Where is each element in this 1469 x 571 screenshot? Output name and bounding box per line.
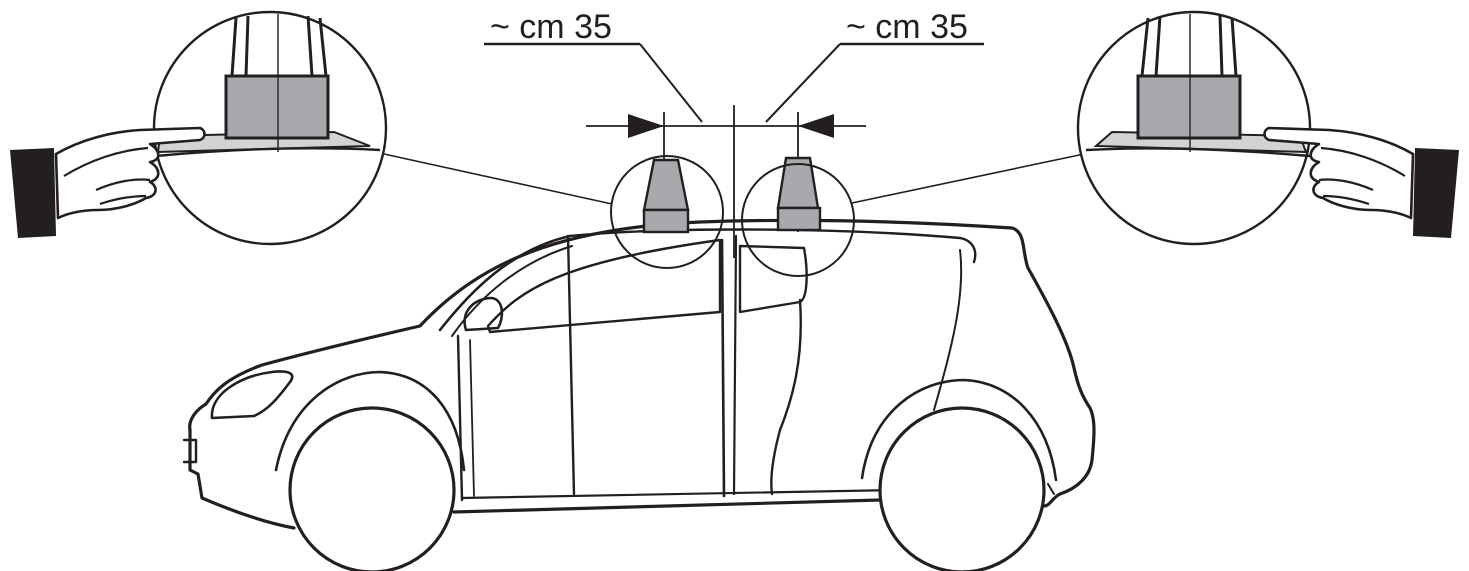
rear-quarter-line [933,249,963,411]
focus-circle-front [610,155,724,269]
pointing-hand-icon [10,126,206,238]
leader-line-right [765,43,841,123]
roof-foot-front [642,158,690,234]
front-door-split [566,234,576,496]
roof-surface-left [155,147,381,158]
detail-view-right [1076,10,1312,246]
pointing-hand-icon-right [1263,126,1459,238]
rear-wheel-arch [860,378,1058,482]
front-door-inner-edge [469,339,475,497]
right-hand-shading [1318,146,1406,206]
left-hand-fingers [54,126,206,220]
b-pillar [720,238,726,498]
roof-foot-rear [776,156,822,232]
dimension-label-right: ~ cm 35 [765,8,984,123]
arrow-right-pointing [628,114,664,138]
front-window [486,238,722,334]
foot-front-base [642,208,690,234]
dimension-label-right-text: ~ cm 35 [846,8,968,46]
focus-circle-rear [741,163,855,277]
body-front-lower [188,428,296,530]
foot-rear-base [776,206,822,232]
right-hand-fingers [1263,126,1415,220]
b-pillar-inner [732,234,738,496]
bumper-detail [182,438,198,464]
foot-post-left [230,15,328,77]
zoom-connector-left [383,153,613,205]
a-pillar [438,234,572,332]
rear-window [738,244,808,314]
right-hand-cuff [1413,148,1459,238]
left-hand-cuff [10,148,56,238]
roof-line [568,228,977,264]
foot-block-right [1136,74,1242,140]
detail-view-left [152,10,388,246]
zoom-connector-right [851,153,1085,204]
body-upper-outline [188,218,1096,508]
side-mirror [463,296,504,332]
foot-post-right [1140,15,1238,77]
arrow-left-pointing [798,114,834,138]
windshield-inner [451,245,573,337]
leader-line-left [639,43,703,123]
front-wheel [288,406,456,571]
rear-door-trailing-edge [770,298,802,496]
roof-surface-right [1085,147,1311,158]
foot-front-post [642,158,690,212]
body-sill [452,498,882,514]
headlight [210,370,294,420]
front-door-leading-edge [456,334,464,502]
foot-block-left [224,74,330,140]
rear-bumper-detail [1047,483,1055,495]
car-outline [182,218,1096,571]
left-hand-shading [63,146,151,206]
rear-wheel [878,406,1046,571]
front-wheel-arch [274,370,466,472]
dimension-label-left-text: ~ cm 35 [490,8,612,46]
dimension-label-left: ~ cm 35 [484,8,703,123]
